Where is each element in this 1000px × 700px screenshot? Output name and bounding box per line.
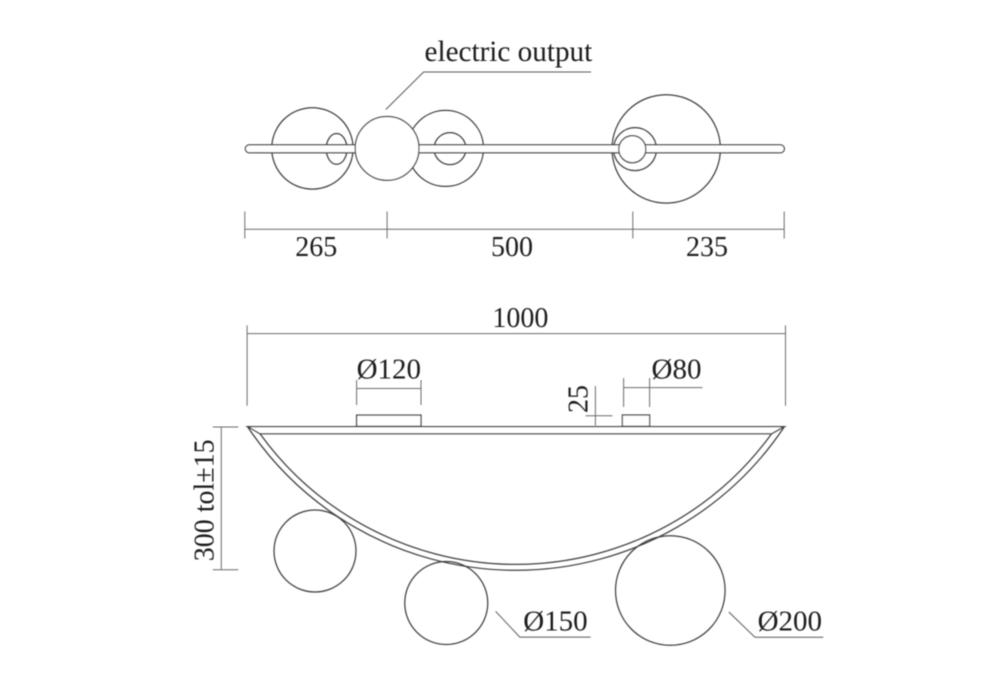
svg-text:Ø200: Ø200 [758,606,822,638]
svg-text:Ø80: Ø80 [652,354,702,386]
svg-text:300 tol±15: 300 tol±15 [190,439,221,561]
svg-text:500: 500 [491,232,533,263]
svg-text:Ø150: Ø150 [523,606,587,638]
svg-text:25: 25 [564,385,595,413]
svg-text:electric output: electric output [425,36,593,68]
svg-text:235: 235 [686,232,728,263]
svg-text:1000: 1000 [492,303,548,334]
svg-text:Ø120: Ø120 [357,354,421,386]
svg-text:265: 265 [295,232,337,263]
